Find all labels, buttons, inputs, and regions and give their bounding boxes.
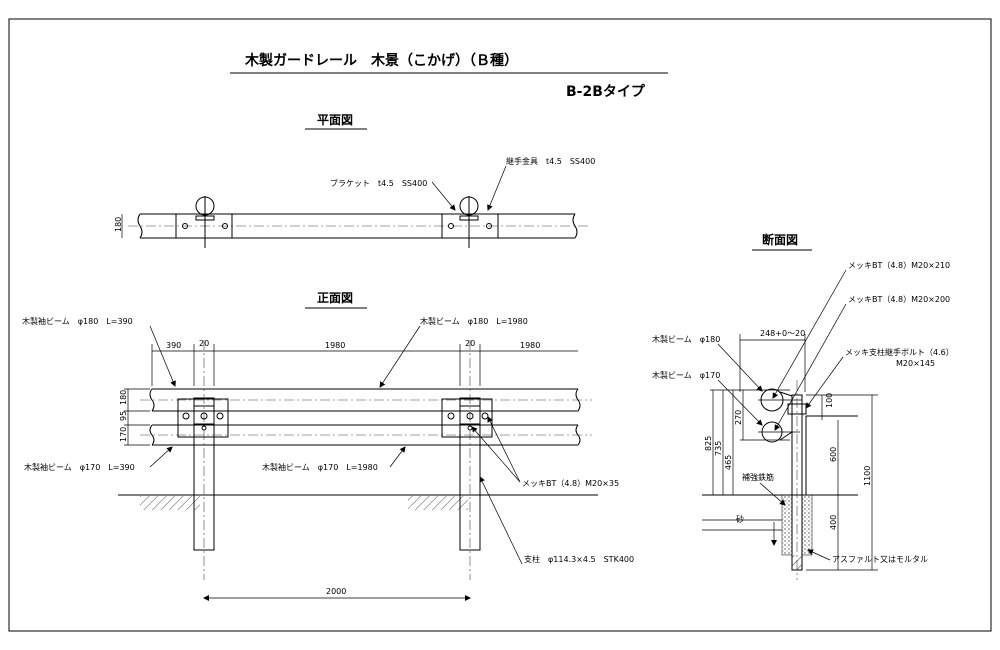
front-beam-bottom-leader <box>389 446 406 468</box>
front-bolt-label: メッキBT（4.8）M20×35 <box>522 479 619 488</box>
front-post-leader <box>479 476 523 565</box>
front-dim-1980a: 1980 <box>325 341 345 350</box>
section-bolt-210-leader <box>772 269 847 399</box>
drawing-type: B-2Bタイプ <box>566 84 646 100</box>
section-rebar-label: 補強鉄筋 <box>742 472 774 482</box>
front-beam-top-label: 木製ビーム φ180 L=1980 <box>420 316 528 326</box>
front-view-title: 正面図 <box>317 291 353 305</box>
section-bolt-200-label: メッキBT（4.8）M20×200 <box>848 295 950 304</box>
front-bolt-leader-2 <box>487 416 521 483</box>
plan-dim-180: 180 <box>114 217 123 232</box>
front-post-label: 支柱 φ114.3×4.5 STK400 <box>524 554 634 564</box>
front-beam-bottom-label: 木製袖ビーム φ170 L=1980 <box>262 462 378 472</box>
section-bolt-210-label: メッキBT（4.8）M20×210 <box>848 261 950 270</box>
front-bolt-leader-1 <box>471 426 521 483</box>
section-beam-170-leader <box>717 379 763 426</box>
front-view <box>118 340 598 601</box>
front-beam-top-leader <box>379 325 421 388</box>
section-dim-825: 825 <box>704 436 713 451</box>
section-view-title: 断面図 <box>762 232 798 247</box>
front-dim-1980b: 1980 <box>520 341 540 350</box>
section-joint-bolt-leader <box>805 356 844 409</box>
section-joint-bolt-size: M20×145 <box>896 359 935 368</box>
section-dim-1100: 1100 <box>863 466 872 486</box>
section-dim-735: 735 <box>714 441 723 456</box>
plan-bracket-label: ブラケット t4.5 SS400 <box>330 178 427 188</box>
plan-bracket-leader <box>431 181 456 211</box>
section-rebar-leader <box>759 482 786 506</box>
front-end-beam-top-label: 木製袖ビーム φ180 L=390 <box>22 316 133 326</box>
section-beam-180-label: 木製ビーム φ180 <box>652 334 720 344</box>
section-beam-170-label: 木製ビーム φ170 <box>652 370 720 380</box>
section-dim-400: 400 <box>829 515 838 530</box>
front-dim-170: 170 <box>119 427 128 442</box>
plan-joint-label: 継手金具 t4.5 SS400 <box>506 156 595 166</box>
front-dim-95: 95 <box>119 411 128 421</box>
plan-joint-leader <box>487 165 507 211</box>
front-dim-180: 180 <box>119 390 128 405</box>
drawing-border <box>8 18 992 632</box>
section-beam-180-leader <box>717 343 763 392</box>
front-dim-20a: 20 <box>199 339 209 348</box>
section-dim-248: 248+0～20 <box>760 329 805 338</box>
section-asphalt-leader <box>807 549 831 561</box>
plan-view: 180 <box>114 196 590 248</box>
section-view <box>702 334 878 580</box>
drawing-title: 木製ガードレール 木景（こかげ）（Ｂ種） <box>244 52 518 69</box>
front-end-beam-bottom-label: 木製袖ビーム φ170 L=390 <box>24 462 135 472</box>
section-sand-label: 砂 <box>736 514 744 524</box>
section-joint-bolt-label: メッキ支柱継手ボルト（4.6） <box>845 347 954 357</box>
section-dim-270: 270 <box>734 410 743 425</box>
section-dim-465: 465 <box>724 455 733 470</box>
section-bolt-200-leader <box>774 303 847 431</box>
front-dim-390: 390 <box>166 341 181 350</box>
front-end-beam-bottom-leader <box>149 446 173 468</box>
front-dim-2000: 2000 <box>326 587 346 596</box>
section-dim-100: 100 <box>825 393 834 408</box>
front-dim-20b: 20 <box>465 339 475 348</box>
section-asphalt-label: アスファルト又はモルタル <box>832 555 928 564</box>
front-end-beam-top-leader <box>149 325 176 387</box>
plan-view-title: 平面図 <box>317 113 353 127</box>
section-dim-600: 600 <box>829 447 838 462</box>
